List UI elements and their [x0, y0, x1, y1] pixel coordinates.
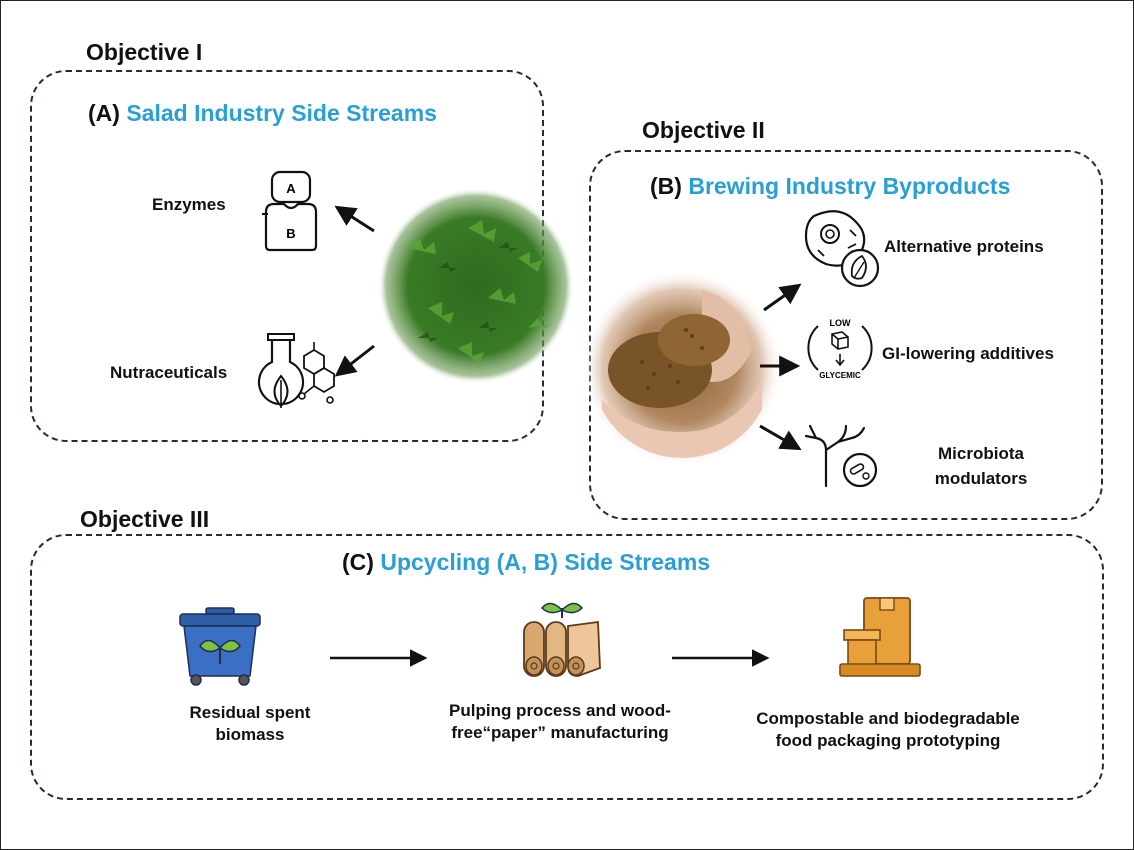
label-gi-lowering-additives: GI-lowering additives [882, 344, 1054, 363]
panel-c-title: (C) Upcycling (A, B) Side Streams [342, 549, 710, 576]
objective-3-title: Objective III [80, 506, 210, 532]
panel-b-heading: Brewing Industry Byproducts [688, 173, 1011, 199]
label-residual-biomass: Residual spent biomass [120, 702, 380, 746]
enzyme-letter-b: B [286, 226, 295, 241]
wood-pulp-roll-icon [523, 602, 601, 677]
enzyme-letter-a: A [286, 181, 296, 196]
packaging-boxes-icon [839, 597, 921, 677]
objective-2-title: Objective II [642, 117, 765, 143]
spent-grain-photo [582, 270, 782, 466]
step2-line2: free“paper” manufacturing [451, 723, 669, 742]
step1-line1: Residual spent [189, 703, 311, 722]
label-nutraceuticals: Nutraceuticals [110, 363, 228, 382]
label-microbiota-line1: Microbiota [938, 444, 1024, 463]
alternative-protein-icon [804, 210, 880, 288]
panel-c-heading: Upcycling (A, B) Side Streams [380, 549, 711, 575]
step3-line1: Compostable and biodegradable [756, 709, 1020, 728]
label-microbiota-modulators: Microbiota modulators [906, 443, 1056, 490]
step1-line2: biomass [215, 725, 285, 744]
nutraceutical-flask-icon [257, 333, 335, 408]
panel-b-prefix: (B) [650, 173, 682, 199]
label-alternative-proteins: Alternative proteins [884, 237, 1044, 256]
objective-1-title: Objective I [86, 39, 203, 65]
enzyme-icon: A B [262, 170, 318, 252]
glycemic-badge-text: GLYCEMIC [819, 371, 861, 380]
panel-c-prefix: (C) [342, 549, 374, 575]
label-enzymes: Enzymes [152, 195, 226, 214]
panel-a-prefix: (A) [88, 100, 120, 126]
panel-a-heading: Salad Industry Side Streams [126, 100, 437, 126]
panel-c-frame [30, 534, 1104, 800]
step3-line2: food packaging prototyping [775, 731, 1001, 750]
label-pulping-process: Pulping process and wood- free“paper” ma… [400, 700, 720, 744]
label-compostable-packaging: Compostable and biodegradable food packa… [718, 708, 1058, 752]
low-badge-text: LOW [830, 318, 851, 328]
microbiota-icon [804, 424, 878, 488]
label-microbiota-line2: modulators [934, 469, 1028, 488]
compost-bin-icon [179, 607, 261, 686]
low-glycemic-icon: LOW GLYCEMIC [807, 318, 873, 380]
panel-a-title: (A) Salad Industry Side Streams [88, 100, 437, 127]
step2-line1: Pulping process and wood- [449, 701, 671, 720]
panel-b-title: (B) Brewing Industry Byproducts [650, 173, 1010, 200]
salad-leaves-photo [378, 188, 574, 384]
